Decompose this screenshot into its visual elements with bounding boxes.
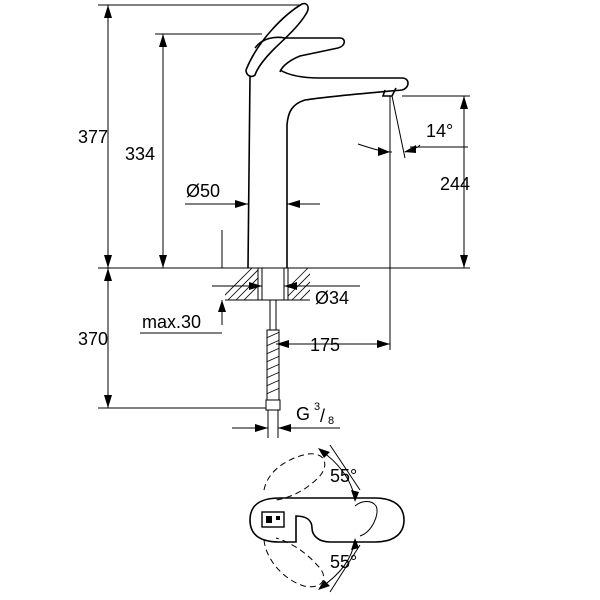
handle-top-outline bbox=[249, 497, 405, 543]
label-thread-g: G bbox=[296, 404, 310, 424]
label-thread-den: 8 bbox=[328, 415, 334, 427]
brand-mark bbox=[261, 511, 285, 528]
label-angle-14: 14° bbox=[426, 121, 453, 141]
label-thread-num: 3 bbox=[314, 401, 320, 413]
dimension-max-30: max.30 bbox=[140, 300, 226, 334]
label-377: 377 bbox=[78, 127, 108, 147]
label-244: 244 bbox=[440, 174, 470, 194]
label-334: 334 bbox=[125, 144, 155, 164]
dimension-377: 377 bbox=[78, 4, 300, 268]
faucet-side-view bbox=[245, 2, 409, 269]
dimension-370: 370 bbox=[78, 268, 266, 409]
dimension-diameter-34: Ø34 bbox=[212, 230, 360, 308]
dimension-diameter-50: Ø50 bbox=[185, 181, 320, 208]
label-diameter-34: Ø34 bbox=[315, 288, 349, 308]
handle-position-left-upper bbox=[263, 453, 326, 501]
label-diameter-50: Ø50 bbox=[186, 181, 220, 201]
label-175: 175 bbox=[310, 335, 340, 355]
dimension-175: 175 bbox=[276, 335, 390, 355]
supply-hose bbox=[265, 329, 281, 438]
spout bbox=[279, 69, 409, 268]
lever-handle bbox=[245, 2, 309, 78]
handle-position-left-lower bbox=[263, 537, 325, 588]
dimension-244: 244 bbox=[402, 95, 470, 268]
dimension-angle-14: 14° bbox=[357, 95, 468, 350]
deck-section bbox=[98, 267, 470, 330]
dimension-334: 334 bbox=[125, 33, 262, 268]
dimension-thread: G 3 / 8 bbox=[232, 401, 340, 432]
thread-slash: / bbox=[320, 406, 325, 426]
label-handle-angle-bottom: 55° bbox=[330, 552, 357, 572]
label-370: 370 bbox=[78, 329, 108, 349]
label-handle-angle-top: 55° bbox=[330, 466, 357, 486]
faucet-top-view: 55° 55° bbox=[249, 444, 405, 593]
label-max-30: max.30 bbox=[142, 312, 201, 332]
faucet-body bbox=[247, 75, 251, 269]
